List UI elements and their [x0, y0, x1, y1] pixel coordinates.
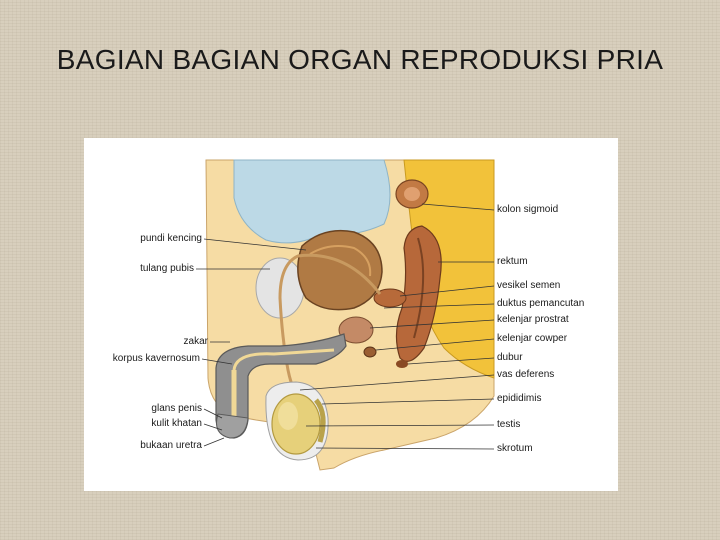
label-rektum: rektum	[497, 256, 528, 267]
label-korpus-kavernosum: korpus kavernosum	[112, 353, 200, 364]
label-vas-deferens: vas deferens	[497, 369, 555, 380]
vas-deferens	[278, 253, 382, 401]
leader-glans	[203, 408, 223, 419]
label-skrotum: skrotum	[497, 443, 533, 454]
leader-testis	[305, 424, 495, 427]
leader-skrotum	[315, 447, 495, 450]
leader-lines-left	[196, 238, 307, 447]
label-zakar: zakar	[183, 336, 208, 347]
label-glans-penis: glans penis	[151, 403, 202, 414]
leader-dubur	[407, 357, 495, 365]
label-duktus-pemancutan: duktus pemancutan	[497, 298, 585, 309]
anus	[396, 360, 408, 368]
seminal-vesicle	[373, 288, 407, 308]
anatomy-illustration	[196, 159, 495, 471]
leader-korpus	[201, 358, 233, 365]
epididymis	[313, 398, 326, 443]
label-bukaan-uretra: bukaan uretra	[140, 440, 202, 451]
leader-vas	[299, 374, 495, 391]
label-kelenjar-cowper: kelenjar cowper	[497, 333, 568, 344]
prostate	[338, 316, 374, 344]
leader-duktus	[383, 303, 495, 309]
anatomy-figure: pundi kencing tulang pubis zakar korpus …	[84, 138, 618, 491]
leader-prostrat	[369, 319, 495, 329]
leader-lines-right	[299, 203, 495, 450]
label-pundi-kencing: pundi kencing	[140, 233, 202, 244]
label-vesikel-semen: vesikel semen	[497, 280, 561, 291]
leader-vesikel	[399, 285, 495, 297]
leader-cowper	[375, 338, 495, 351]
leader-kulit	[203, 423, 223, 431]
leader-kolon	[421, 203, 495, 211]
label-kulit-khatan: kulit khatan	[151, 418, 202, 429]
label-kolon-sigmoid: kolon sigmoid	[497, 204, 559, 215]
label-testis: testis	[497, 419, 521, 430]
glans	[216, 413, 249, 439]
leader-pundi	[203, 238, 307, 251]
slide-title: BAGIAN BAGIAN ORGAN REPRODUKSI PRIA	[56, 44, 664, 75]
label-epididimis: epididimis	[497, 393, 542, 404]
cowper-gland	[363, 346, 377, 358]
abdominal-cavity	[233, 159, 391, 244]
leader-epididimis	[321, 398, 495, 405]
leader-bukaan	[203, 437, 225, 447]
label-dubur: dubur	[497, 352, 523, 363]
label-kelenjar-prostrat: kelenjar prostrat	[497, 314, 569, 325]
label-tulang-pubis: tulang pubis	[140, 263, 194, 274]
